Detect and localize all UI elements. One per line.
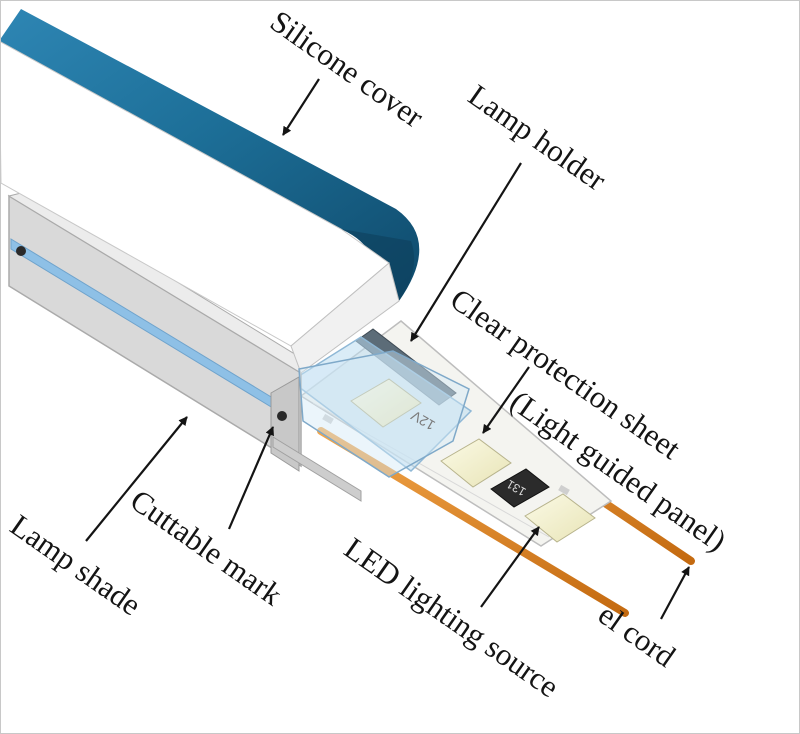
arrow-silicone-cover: [282, 78, 320, 136]
arrow-led-source: [480, 526, 540, 608]
arrow-lamp-holder: [410, 162, 522, 342]
arrow-lamp-shade: [85, 416, 188, 542]
solder-pad: [322, 413, 334, 425]
lamp-shade: [7, 190, 362, 502]
led-chip: [350, 378, 422, 428]
resistor: [490, 468, 550, 508]
led-chip: [524, 493, 596, 543]
arrow-clear-sheet: [482, 366, 530, 434]
solder-pad: [558, 484, 570, 496]
cuttable-mark-dot: [277, 411, 287, 421]
arrow-el-cord: [660, 566, 690, 620]
leader-arrows: [85, 78, 690, 620]
cuttable-mark-dot: [16, 246, 26, 256]
clear-protection-sheet: [298, 350, 470, 478]
silicone-cover: [1, 9, 420, 374]
arrow-cuttable-mark: [227, 426, 275, 530]
led-chip: [440, 438, 512, 488]
